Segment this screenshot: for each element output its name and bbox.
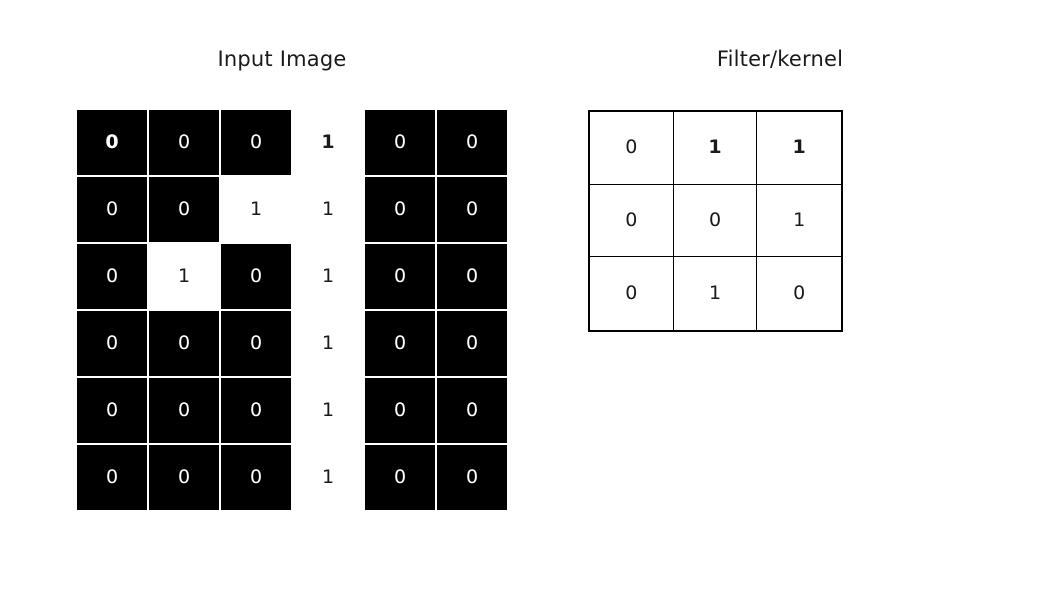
input-image-cell-1-1: 0 (149, 177, 219, 242)
filter-kernel-cell-1-1: 0 (673, 184, 758, 258)
input-image-cell-4-2: 0 (221, 378, 291, 443)
input-image-cell-2-4: 0 (365, 244, 435, 309)
input-image-cell-1-3: 1 (293, 177, 363, 242)
input-image-cell-4-5: 0 (437, 378, 507, 443)
input-image-cell-5-0: 0 (77, 445, 147, 510)
input-image-cell-5-3: 1 (293, 445, 363, 510)
input-image-cell-2-0: 0 (77, 244, 147, 309)
filter-kernel-cell-2-2: 0 (757, 257, 841, 330)
filter-kernel-cell-0-1: 1 (673, 112, 758, 185)
filter-kernel-cell-2-1: 1 (673, 257, 758, 330)
filter-kernel-title: Filter/kernel (716, 47, 844, 71)
input-image-cell-2-3: 1 (293, 244, 363, 309)
input-image-cell-5-2: 0 (221, 445, 291, 510)
input-image-cell-0-2: 0 (221, 110, 291, 175)
input-image-cell-3-4: 0 (365, 311, 435, 376)
input-image-cell-0-3: 1 (293, 110, 363, 175)
filter-kernel-cell-1-0: 0 (590, 184, 674, 258)
input-image-cell-5-5: 0 (437, 445, 507, 510)
input-image-cell-5-4: 0 (365, 445, 435, 510)
input-image-cell-4-1: 0 (149, 378, 219, 443)
input-image-cell-4-4: 0 (365, 378, 435, 443)
input-image-cell-1-0: 0 (77, 177, 147, 242)
filter-kernel-cell-0-2: 1 (757, 112, 841, 185)
input-image-cell-1-4: 0 (365, 177, 435, 242)
input-image-cell-0-1: 0 (149, 110, 219, 175)
input-image-cell-5-1: 0 (149, 445, 219, 510)
input-image-cell-3-3: 1 (293, 311, 363, 376)
input-image-cell-0-5: 0 (437, 110, 507, 175)
input-image-cell-3-1: 0 (149, 311, 219, 376)
input-image-cell-3-2: 0 (221, 311, 291, 376)
input-image-cell-2-1: 1 (149, 244, 219, 309)
input-image-cell-0-0: 0 (77, 110, 147, 175)
filter-kernel-cell-2-0: 0 (590, 257, 674, 330)
input-image-title: Input Image (217, 47, 347, 71)
input-image-cell-3-0: 0 (77, 311, 147, 376)
input-image-cell-3-5: 0 (437, 311, 507, 376)
input-image-cell-4-3: 1 (293, 378, 363, 443)
filter-kernel-cell-1-2: 1 (757, 184, 841, 258)
filter-kernel-cell-0-0: 0 (590, 112, 674, 185)
input-image-cell-2-2: 0 (221, 244, 291, 309)
input-image-cell-1-5: 0 (437, 177, 507, 242)
input-image-cell-0-4: 0 (365, 110, 435, 175)
input-image-cell-2-5: 0 (437, 244, 507, 309)
input-image-cell-4-0: 0 (77, 378, 147, 443)
input-image-cell-1-2: 1 (221, 177, 291, 242)
